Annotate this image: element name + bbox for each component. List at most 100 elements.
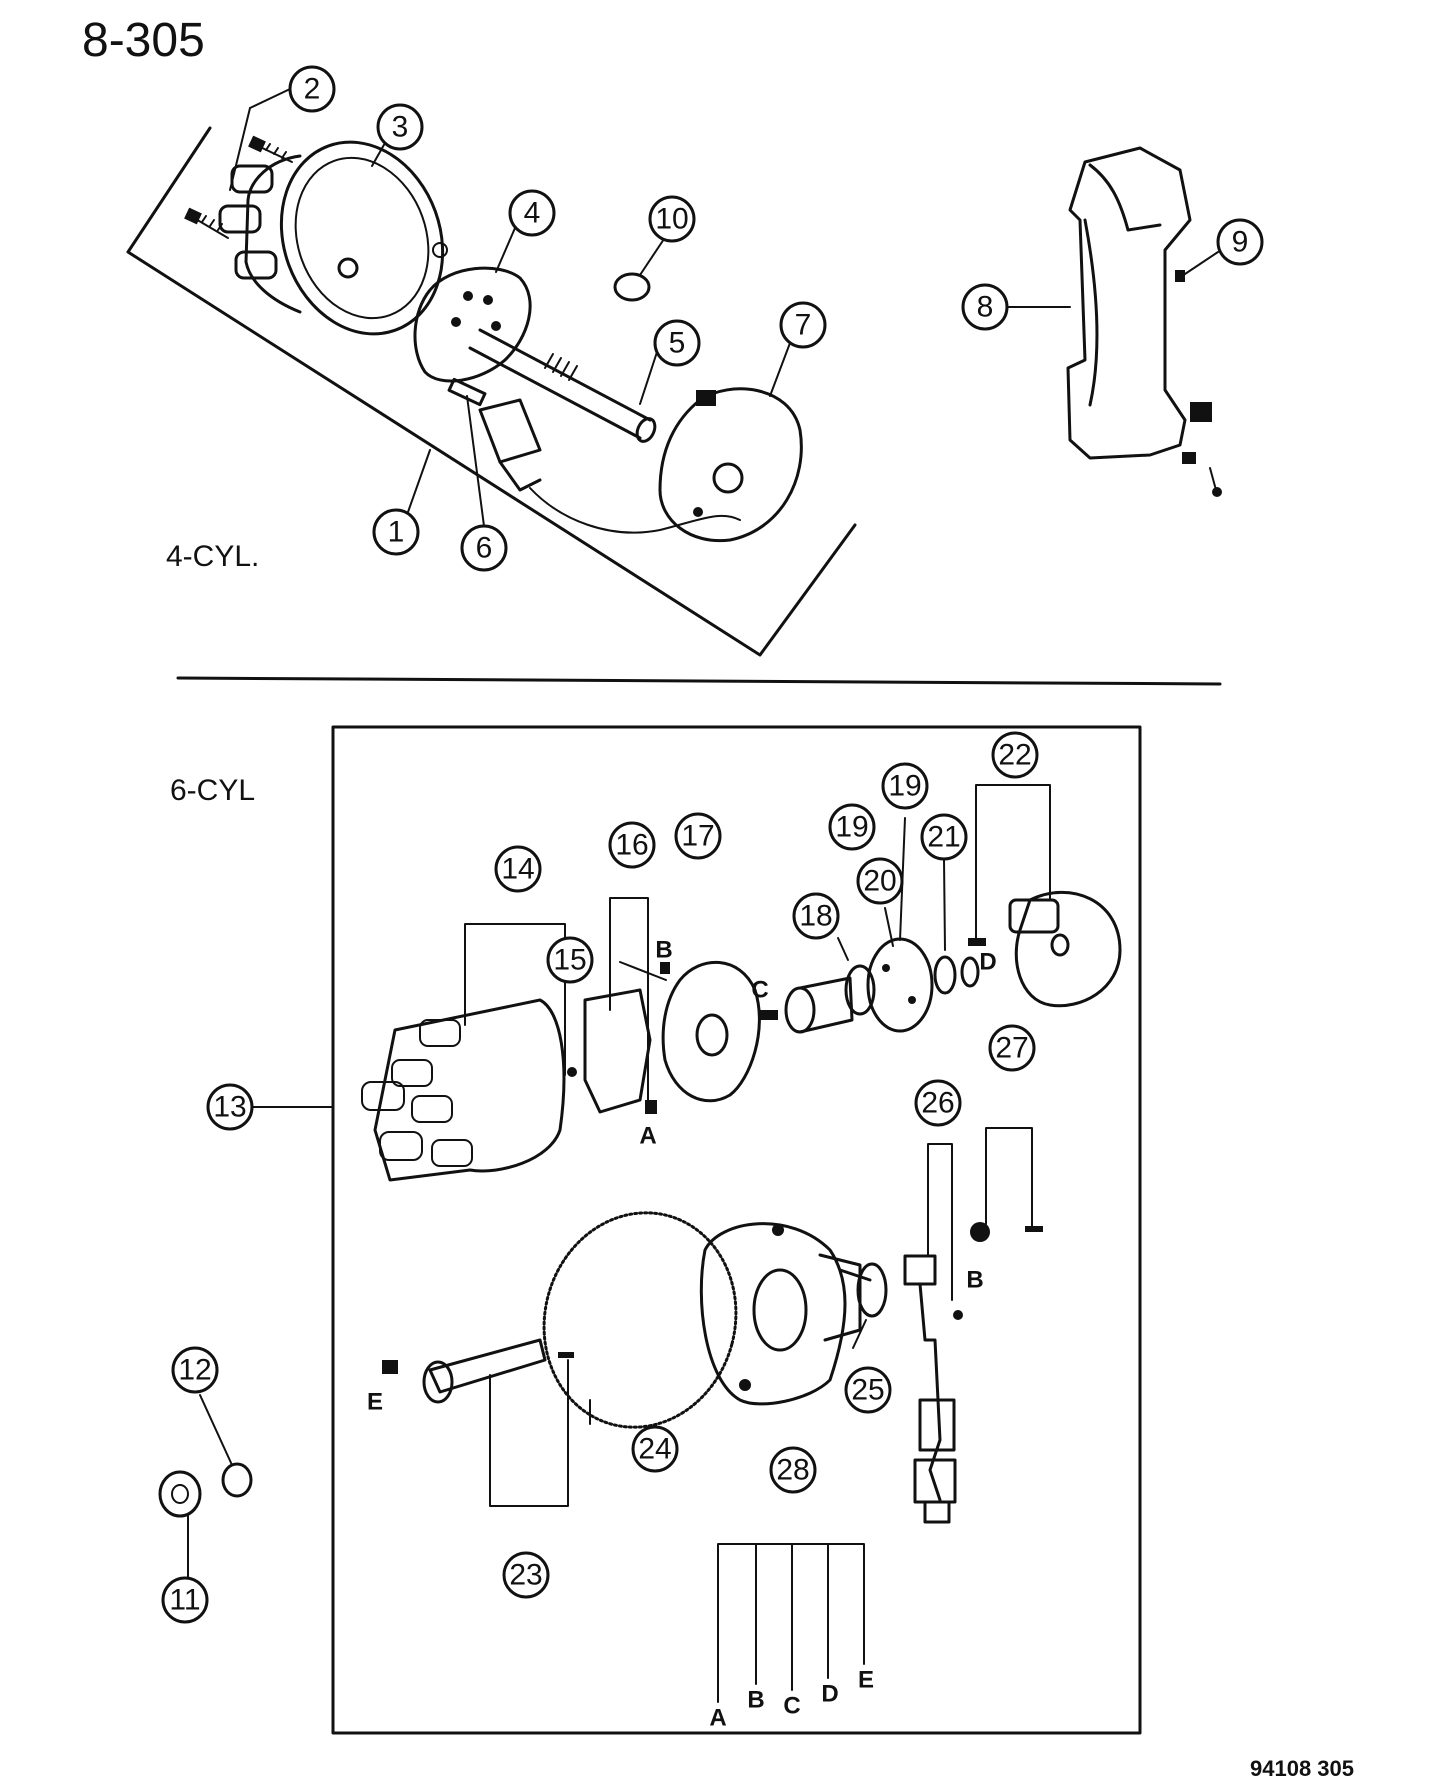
callout-20: 20 [856, 857, 904, 905]
distributor-housing-4cyl [658, 387, 803, 543]
callout-19-top: 19 [881, 762, 929, 810]
svg-text:4: 4 [524, 197, 541, 230]
dust-shield [661, 960, 761, 1103]
four-cyl-label: 4-CYL. [166, 540, 259, 573]
svg-text:22: 22 [998, 739, 1031, 772]
oring-25 [856, 1262, 888, 1318]
bracket-23 [489, 1359, 569, 1507]
callout-1: 1 [372, 508, 420, 556]
callout-23: 23 [502, 1551, 550, 1599]
kit-letter-c: C [783, 1693, 800, 1720]
kit-letter-a: A [709, 1705, 726, 1732]
callout-27: 27 [988, 1024, 1036, 1072]
bracket-14 [464, 923, 566, 1076]
callout-12: 12 [171, 1346, 219, 1394]
pickup-coil [478, 398, 741, 534]
letter-e: E [367, 1389, 383, 1416]
distributor-shaft [468, 328, 657, 443]
kit-letter-b: B [747, 1687, 764, 1714]
letter-c: C [751, 977, 768, 1004]
kit-letter-e: E [858, 1667, 874, 1694]
four-cyl-section: 4-CYL. [126, 126, 857, 657]
shaft-6cyl [382, 1338, 574, 1404]
svg-text:19: 19 [835, 811, 868, 844]
svg-text:18: 18 [799, 900, 832, 933]
svg-text:14: 14 [501, 853, 534, 886]
svg-text:8: 8 [977, 291, 994, 324]
callout-2: 2 [288, 65, 336, 113]
six-cyl-frame [331, 725, 1142, 1735]
callout-8: 8 [961, 283, 1009, 331]
four-cyl-bracket [126, 126, 857, 657]
callout-22: 22 [991, 731, 1039, 779]
leader-lines [589, 817, 946, 1425]
svg-text:17: 17 [681, 820, 714, 853]
letter-b-sensor: B [966, 1267, 983, 1294]
distributor-cap-4cyl [218, 140, 448, 336]
shaft-seal [613, 272, 651, 302]
six-cyl-label: 6-CYL [170, 774, 255, 807]
svg-text:13: 13 [213, 1091, 246, 1124]
rotor [583, 962, 670, 1114]
svg-text:20: 20 [863, 865, 896, 898]
callout-25: 25 [844, 1366, 892, 1414]
washer-12 [221, 1462, 253, 1498]
svg-text:5: 5 [669, 327, 686, 360]
distributor-housing-6cyl [699, 1222, 888, 1406]
callout-3: 3 [376, 103, 424, 151]
svg-text:3: 3 [392, 111, 409, 144]
letter-b-rotor: B [655, 937, 672, 964]
svg-text:11: 11 [169, 1584, 200, 1617]
pickup-assembly [968, 890, 1122, 1008]
svg-text:28: 28 [776, 1454, 809, 1487]
letter-a-rotor: A [639, 1123, 656, 1150]
cap-bolt-lower [184, 207, 229, 239]
callout-26: 26 [914, 1079, 962, 1127]
svg-text:7: 7 [795, 309, 812, 342]
callout-16: 16 [608, 821, 656, 869]
svg-text:1: 1 [388, 516, 405, 549]
letter-d: D [979, 949, 996, 976]
bracket-27 [985, 1127, 1033, 1227]
svg-text:12: 12 [178, 1354, 211, 1387]
page-number: 8-305 [82, 14, 205, 67]
bracket-28 [717, 1543, 865, 1703]
callout-6: 6 [460, 524, 508, 572]
pickup-plate [413, 266, 532, 383]
camshaft-sensor [903, 1222, 1043, 1524]
svg-text:23: 23 [509, 1559, 542, 1592]
gasket [542, 1211, 738, 1429]
callout-21: 21 [920, 813, 968, 861]
callout-4: 4 [508, 189, 556, 237]
nut-11 [158, 1470, 202, 1518]
callout-5: 5 [653, 319, 701, 367]
figure-code: 94108 305 [1250, 1756, 1354, 1781]
callout-24: 24 [631, 1425, 679, 1473]
callout-9: 9 [1216, 218, 1264, 266]
callout-17: 17 [674, 812, 722, 860]
bracket-16 [609, 897, 649, 1106]
svg-text:21: 21 [927, 821, 960, 854]
svg-text:2: 2 [304, 73, 321, 106]
callout-13: 13 [206, 1083, 254, 1131]
roll-pin [447, 377, 487, 407]
shaft-components [760, 937, 980, 1034]
callout-14: 14 [494, 845, 542, 893]
distributor-cap-6cyl [361, 998, 566, 1182]
svg-text:24: 24 [638, 1433, 671, 1466]
bracket-26 [927, 1143, 953, 1301]
svg-text:15: 15 [553, 944, 586, 977]
svg-text:19: 19 [888, 770, 921, 803]
svg-text:25: 25 [851, 1374, 884, 1407]
svg-text:9: 9 [1232, 226, 1249, 259]
callout-18: 18 [792, 892, 840, 940]
loose-parts [158, 1394, 253, 1581]
callout-10: 10 [648, 195, 696, 243]
callout-28: 28 [769, 1446, 817, 1494]
svg-text:10: 10 [655, 203, 688, 236]
callout-leaders [229, 88, 1219, 527]
svg-text:26: 26 [921, 1087, 954, 1120]
callout-19-mid: 19 [828, 803, 876, 851]
callout-15: 15 [546, 936, 594, 984]
